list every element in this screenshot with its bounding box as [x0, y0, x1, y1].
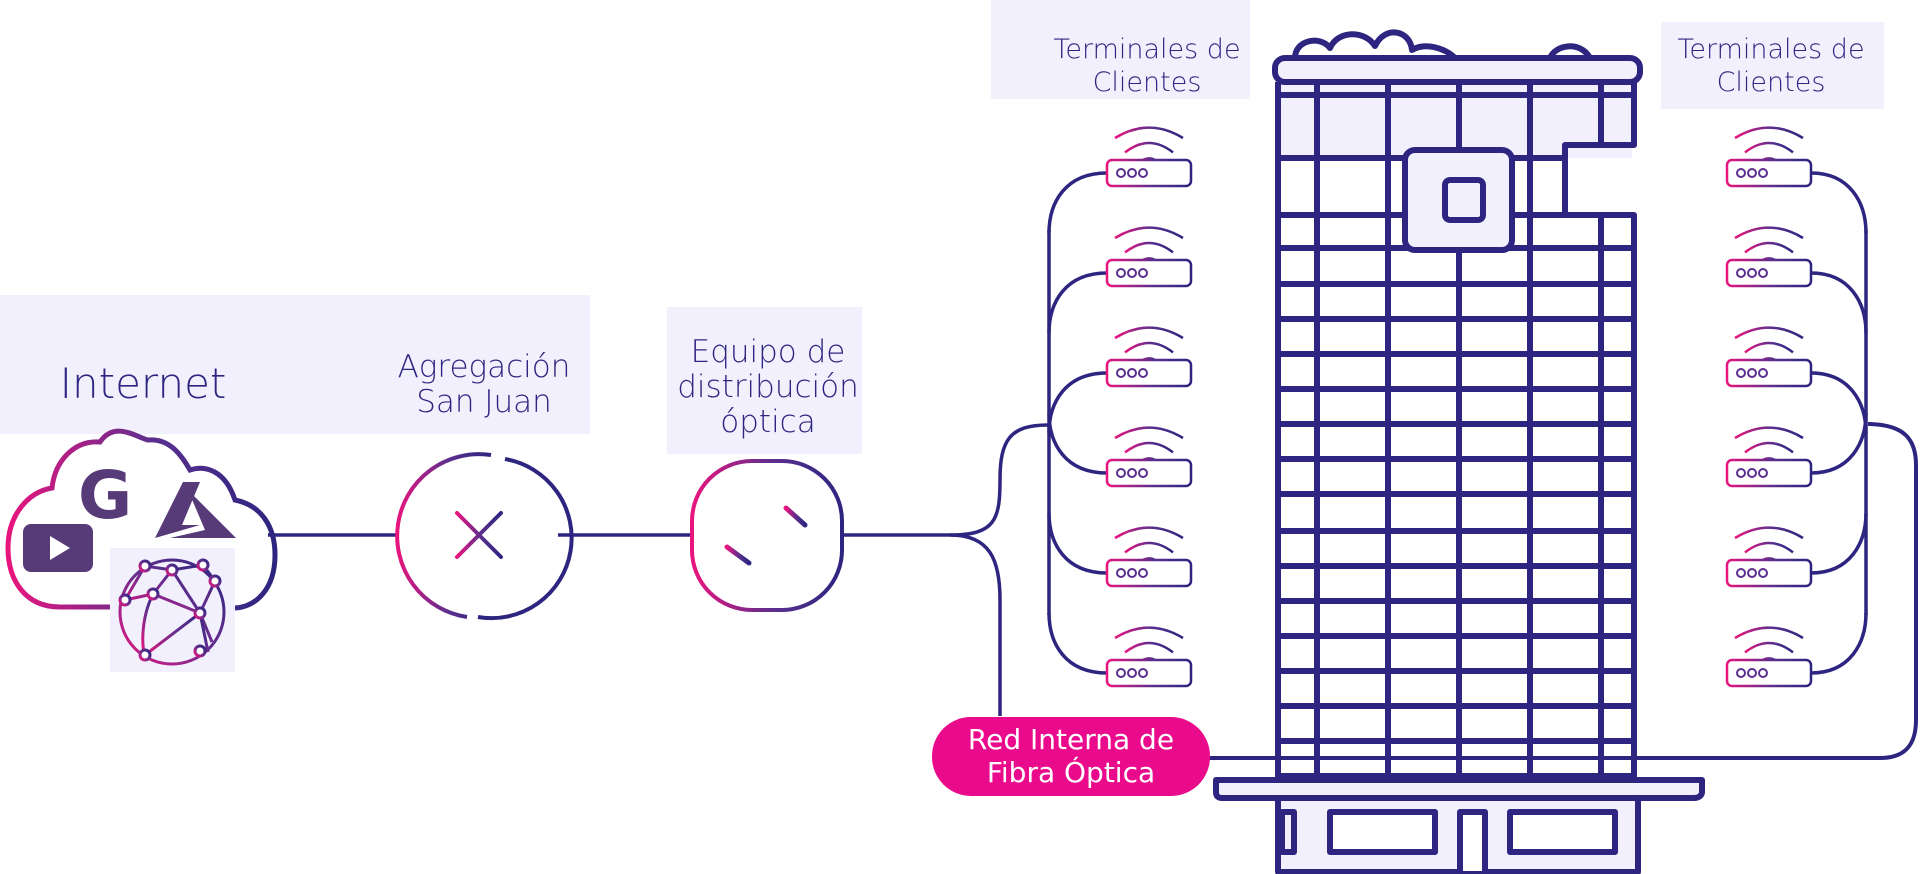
- distribution-label-panel: [667, 307, 862, 454]
- terminals-right-label-line1: Terminales de: [1677, 34, 1864, 65]
- right-router: [1725, 126, 1813, 188]
- terminals-right-label-line2: Clientes: [1717, 67, 1826, 98]
- swap-arrows-icon: [724, 505, 808, 566]
- right-router: [1725, 426, 1813, 488]
- router-icon: [1105, 258, 1193, 288]
- router-icon: [1725, 658, 1813, 688]
- router-icon: [1105, 558, 1193, 588]
- router-icon: [1725, 158, 1813, 188]
- terminals-left-label-panel: [991, 0, 1250, 99]
- router-icon: [1725, 258, 1813, 288]
- left-router: [1105, 126, 1193, 188]
- left-router: [1105, 326, 1193, 388]
- right-router: [1725, 626, 1813, 688]
- fiber-network-label-line1: Red Interna de: [968, 723, 1174, 756]
- aggregation-node: [395, 452, 574, 621]
- fiber-network-badge: Red Interna de Fibra Óptica: [932, 717, 1210, 796]
- right-router: [1725, 226, 1813, 288]
- internet-cloud: G: [5, 428, 278, 672]
- main-link: [268, 423, 1049, 716]
- internet-label-panel: [0, 295, 590, 434]
- right-router: [1725, 526, 1813, 588]
- distribution-label-line1: Equipo de: [691, 334, 846, 370]
- globe-network-icon: [118, 558, 226, 666]
- left-router: [1105, 226, 1193, 288]
- terminals-left-label-line1: Terminales de: [1053, 34, 1240, 65]
- terminals-left-label-line2: Clientes: [1093, 67, 1202, 98]
- terminals-right-label-panel: [1661, 22, 1884, 109]
- router-icon: [1725, 458, 1813, 488]
- router-icon: [1725, 558, 1813, 588]
- left-router-bus: [1047, 171, 1108, 675]
- cross-icon: [455, 511, 503, 559]
- distribution-label-line2: distribución: [677, 369, 859, 405]
- right-router-bus: [1810, 171, 1868, 675]
- router-icon: [1105, 158, 1193, 188]
- cloud-icon: [5, 428, 278, 611]
- right-routers: [1725, 126, 1813, 688]
- azure-icon: [155, 482, 236, 538]
- router-icon: [1105, 658, 1193, 688]
- right-router: [1725, 326, 1813, 388]
- router-icon: [1105, 458, 1193, 488]
- internet-label: Internet: [60, 359, 227, 408]
- fiber-network-label-line2: Fibra Óptica: [987, 755, 1155, 789]
- router-icon: [1725, 358, 1813, 388]
- distribution-node: [690, 459, 844, 612]
- youtube-icon: [23, 524, 93, 572]
- distribution-label-line3: óptica: [720, 404, 815, 440]
- aggregation-label-line2: San Juan: [416, 384, 552, 420]
- router-icon: [1105, 358, 1193, 388]
- left-routers: [1105, 126, 1193, 688]
- left-router: [1105, 426, 1193, 488]
- left-router: [1105, 626, 1193, 688]
- left-router: [1105, 526, 1193, 588]
- aggregation-label-line1: Agregación: [398, 349, 571, 385]
- google-icon: G: [78, 457, 132, 534]
- building-icon: [1213, 29, 1705, 874]
- fiber-link: [1205, 422, 1918, 760]
